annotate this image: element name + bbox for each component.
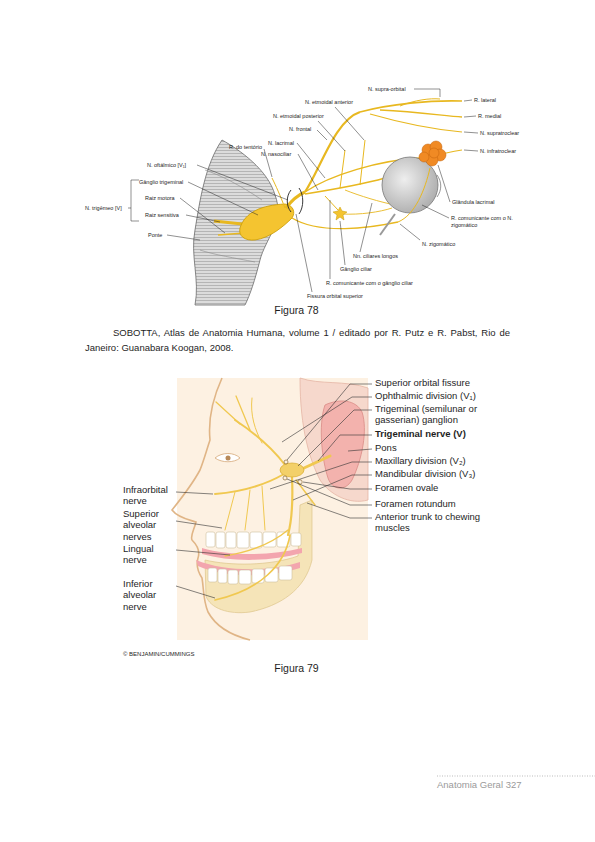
part-label: N. supra-orbital xyxy=(368,86,406,92)
part-label: Trigeminal (semilunar or gasserian) gang… xyxy=(375,404,515,426)
part-label: N. supratroclear xyxy=(480,130,519,136)
part-label: Raiz sensitiva xyxy=(145,212,179,218)
part-label: Inferior alveolar nerve xyxy=(123,578,175,612)
part-label: Lingual nerve xyxy=(123,543,175,566)
part-label: Mandibular division (V₃) xyxy=(375,469,476,480)
part-label: Superior alveolar nerves xyxy=(123,508,175,542)
part-label: R. comunicante com o N. zigomático xyxy=(451,215,513,229)
part-label: N. frontal xyxy=(289,126,311,132)
part-label: R. do tentório xyxy=(229,144,262,150)
part-label: Trigeminal nerve (V) xyxy=(375,429,466,440)
part-label: Infraorbital nerve xyxy=(123,484,175,507)
part-label: Ponte xyxy=(148,232,162,238)
copyright-note: © BENJAMIN/CUMMINGS xyxy=(123,651,194,658)
footer-rule xyxy=(437,776,595,777)
figure-caption: Figura 79 xyxy=(0,662,594,674)
part-label: N. zigomático xyxy=(422,241,455,247)
part-label: R. comunicante com o gânglio ciliar xyxy=(326,280,413,286)
part-label: N. nasociliar xyxy=(261,151,291,157)
part-label: Gânglio ciliar xyxy=(340,266,372,272)
part-label: Ophthalmic division (V₁) xyxy=(375,391,476,402)
part-label: N. infratroclear xyxy=(480,148,516,154)
part-label: R. medial xyxy=(478,113,501,119)
part-label: Gânglio trigeminal xyxy=(139,179,183,185)
part-label: Glândula lacrimal xyxy=(452,199,495,205)
reference-text: SOBOTTA, Atlas de Anatomia Humana, volum… xyxy=(85,326,510,355)
part-label: Raiz motora xyxy=(145,195,175,201)
part-label: N. etmoidal posterior xyxy=(273,113,324,119)
part-label: Fissura orbital superior xyxy=(307,293,363,299)
part-label: Foramen ovale xyxy=(375,483,438,494)
page-footer: Anatomia Geral 327 xyxy=(437,780,522,791)
part-label: Superior orbital fissure xyxy=(375,378,470,389)
figure-caption: Figura 78 xyxy=(0,304,594,316)
part-label: Foramen rotundum xyxy=(375,499,456,510)
part-label: R. lateral xyxy=(474,97,496,103)
part-label: Nn. ciliares longos xyxy=(353,253,398,259)
part-label: N. oftálmico [V₁] xyxy=(147,162,186,168)
figure-78-art xyxy=(128,89,478,305)
part-label: N. lacrimal xyxy=(268,140,294,146)
figure-79-art xyxy=(172,378,372,640)
part-label: Anterior trunk to chewing muscles xyxy=(375,512,505,534)
part-label: N. etmoidal anterior xyxy=(305,99,353,105)
part-label: Pons xyxy=(375,443,397,454)
part-label: Maxillary division (V₂) xyxy=(375,456,466,467)
part-label: N. trigêmeo [V] xyxy=(85,205,122,211)
